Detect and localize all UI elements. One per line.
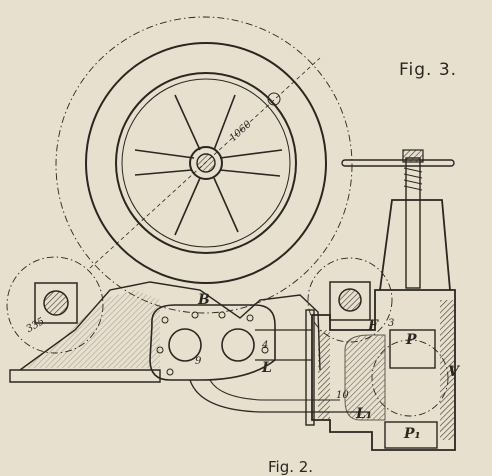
label-10: 10	[336, 390, 349, 401]
label-p1: P₁	[404, 426, 421, 442]
diameter-line	[89, 57, 321, 269]
left-bearing-block	[34, 282, 78, 324]
right-bearing-dashed-circle	[307, 257, 393, 343]
label-p: P	[406, 332, 417, 348]
small-marker-circle	[267, 92, 281, 106]
flywheel-rim-inner	[115, 72, 297, 254]
valve-thread	[403, 167, 423, 191]
piston-p	[389, 329, 436, 369]
figure-title: Fig. 3.	[399, 60, 458, 80]
flywheel-rim-outer	[85, 42, 327, 284]
flywheel-spokes	[134, 94, 283, 236]
flywheel-shaft	[196, 153, 216, 173]
piston-p1	[384, 421, 438, 449]
left-bearing-shaft	[43, 290, 69, 316]
valve-handwheel-bar	[341, 159, 455, 167]
label-v: V	[448, 364, 459, 380]
plate-port-left	[168, 328, 202, 362]
right-bearing-shaft	[338, 288, 362, 312]
label-l: L	[262, 360, 272, 376]
label-4: 4	[262, 340, 269, 351]
plate-port-right	[221, 328, 255, 362]
pipe-lower-2	[209, 379, 340, 401]
plate-bolt-holes	[156, 311, 269, 376]
outer-dashed-circle	[55, 16, 353, 314]
bottom-caption: Fig. 2.	[268, 458, 314, 476]
label-b: B	[198, 292, 210, 308]
pump-wall-hatch	[318, 300, 455, 440]
label-9: 9	[195, 356, 202, 367]
valve-column	[379, 199, 451, 291]
label-f: F	[368, 318, 378, 334]
pump-flange	[305, 309, 315, 426]
pump-inner-chamber	[344, 334, 386, 421]
valve-nut	[402, 149, 424, 163]
pipe-upper	[255, 329, 312, 361]
label-3: 3	[388, 318, 395, 329]
flywheel-rim-inner2	[121, 78, 291, 248]
label-l1: L₁	[356, 406, 372, 422]
pipe-lower	[189, 379, 370, 413]
frame-hatch	[22, 290, 160, 368]
flywheel-hub	[189, 146, 223, 180]
right-bearing-block	[329, 281, 371, 321]
